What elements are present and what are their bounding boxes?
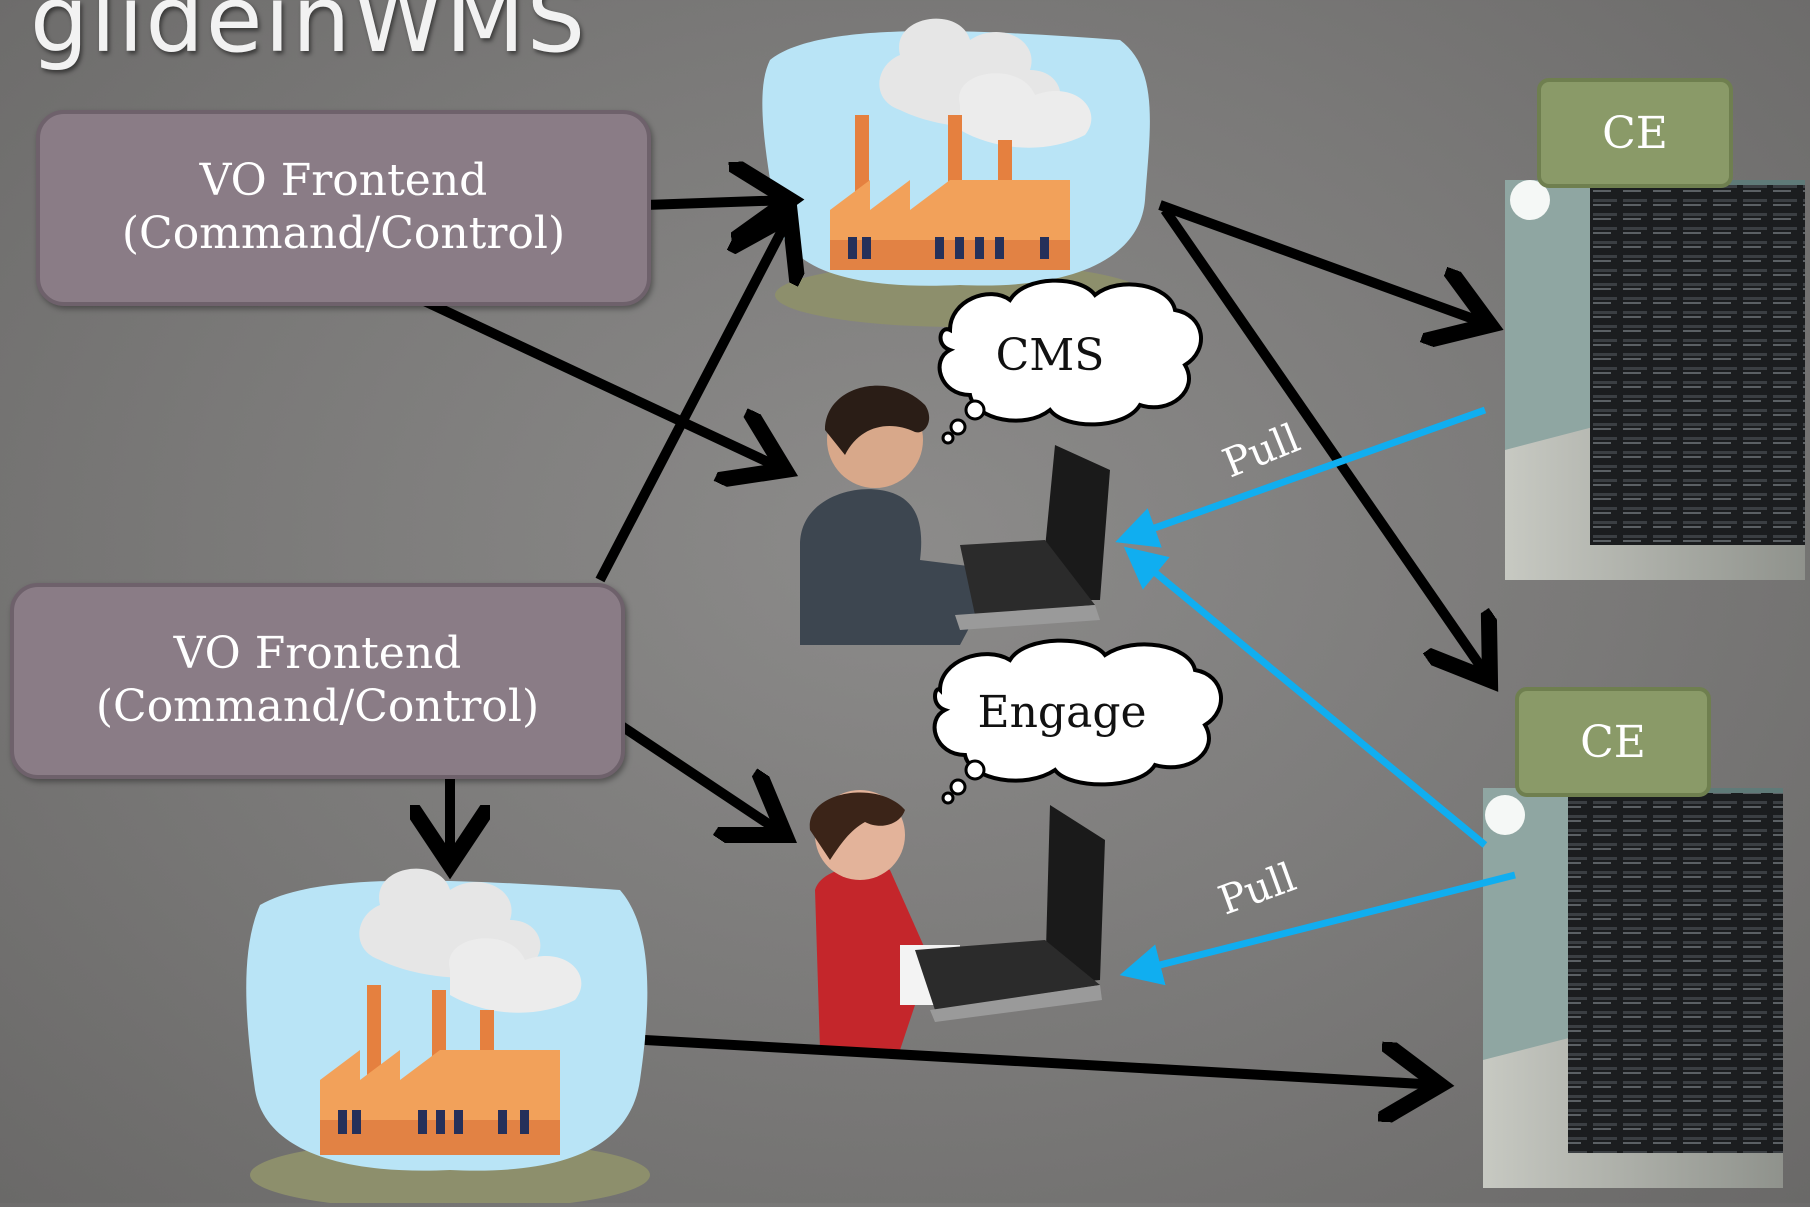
vo-frontend-1-line2: (Command/Control) [121, 208, 566, 259]
user-engage-image [809, 790, 1105, 1050]
thought-text-engage: Engage [977, 687, 1146, 738]
arrow-frontend1-to-user-cms [402, 287, 785, 470]
vo-frontend-2-line1: VO Frontend [173, 628, 462, 680]
factory-icon-1 [762, 18, 1150, 327]
pull-arrow-ce2-to-engage [1119, 871, 1516, 986]
user-cms-image [800, 385, 1110, 645]
ce-box-1: CE [1537, 78, 1733, 188]
factory-icon-2 [246, 868, 650, 1207]
arrow-frontend2-to-user-engage [617, 720, 785, 835]
thought-cloud-engage: Engage [932, 638, 1223, 805]
thought-text-cms: CMS [996, 330, 1105, 381]
pull-label-2: Pull [1213, 854, 1302, 924]
vo-frontend-2-line2: (Command/Control) [95, 681, 540, 732]
server-room-photo-2 [1483, 788, 1783, 1188]
ce-label-1: CE [1602, 107, 1668, 159]
arrow-frontend1-to-factory1 [644, 200, 790, 205]
ce-label-2: CE [1580, 716, 1646, 768]
arrow-factory1-to-ce2 [1160, 207, 1490, 680]
page-title: glideinWMS [30, 0, 588, 73]
vo-frontend-box-1: VO Frontend (Command/Control) [36, 110, 651, 306]
ce-box-2: CE [1515, 687, 1711, 797]
arrow-factory1-to-ce1 [1158, 200, 1490, 325]
thought-cloud-cms: CMS [937, 278, 1203, 445]
vo-frontend-1-line1: VO Frontend [199, 155, 488, 207]
pull-arrow-ce1-to-cms [1115, 406, 1487, 548]
pull-arrow-ce2-to-cms [1123, 546, 1488, 848]
arrow-frontend2-to-factory1 [595, 215, 790, 583]
server-room-photo-1 [1505, 180, 1805, 580]
arrow-factory2-to-ce2 [644, 1035, 1440, 1085]
vo-frontend-box-2: VO Frontend (Command/Control) [10, 583, 625, 779]
